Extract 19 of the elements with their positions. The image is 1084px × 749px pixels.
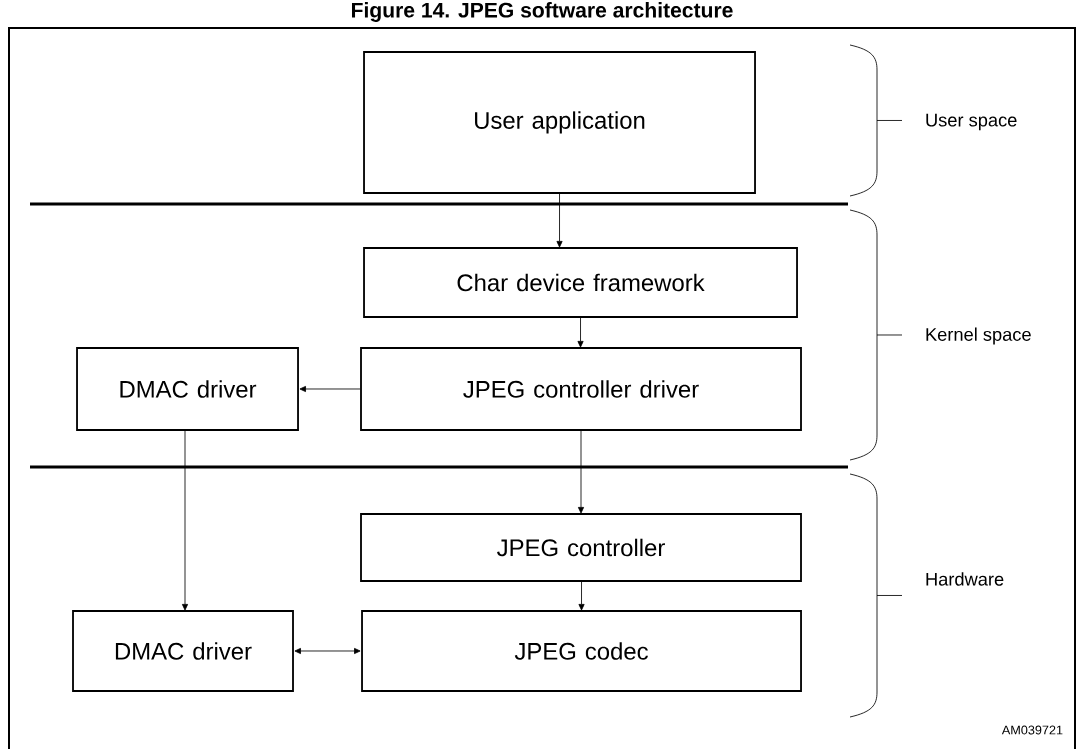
process-box: User application (363, 51, 756, 194)
figure-title: Figure 14. JPEG software architecture (352, 2, 733, 22)
process-box: Char device framework (363, 247, 798, 318)
process-box: JPEG controller (360, 513, 802, 582)
arrow (181, 429, 189, 611)
layer-label: Hardware (926, 572, 1004, 586)
figure-id: AM039721 (1001, 725, 1063, 735)
arrow (556, 192, 563, 248)
layer-label: User space (926, 113, 1017, 131)
process-box: DMAC driver (76, 347, 299, 431)
arrow (577, 316, 584, 348)
process-box: DMAC driver (72, 610, 294, 692)
arrow (299, 385, 361, 393)
arrow (578, 580, 585, 611)
layer-label: Kernel space (926, 327, 1031, 345)
process-box: JPEG codec (361, 610, 802, 692)
process-box: JPEG controller driver (360, 347, 802, 431)
arrow (294, 647, 361, 655)
arrow (577, 429, 585, 514)
